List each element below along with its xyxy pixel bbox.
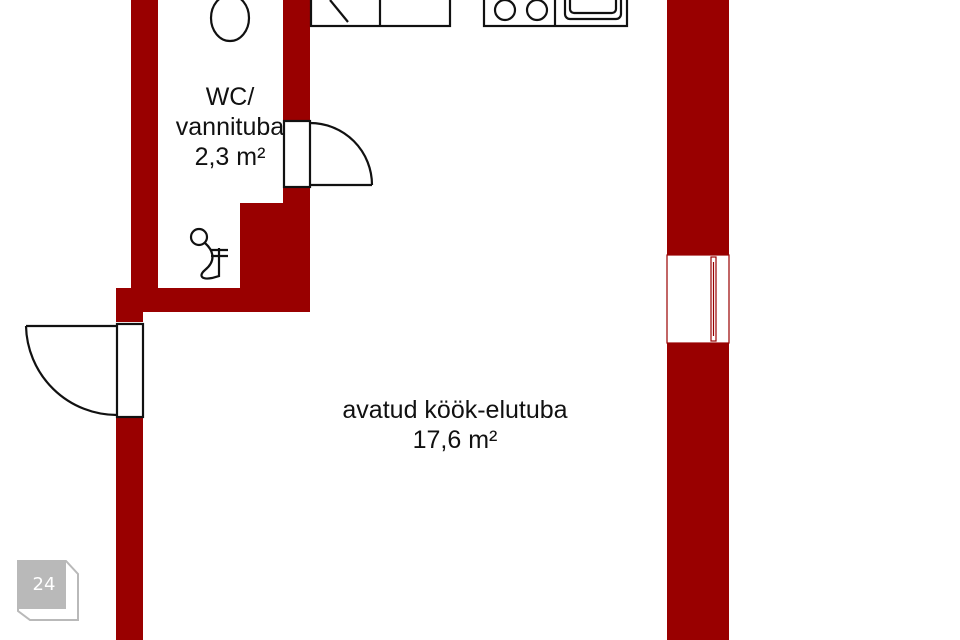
toilet-icon: [209, 0, 251, 43]
wc-area: 2,3 m²: [194, 143, 266, 171]
wc-name-line2: vannituba: [175, 113, 285, 141]
entrance-door[interactable]: [24, 322, 145, 419]
page-badge-label: 24: [32, 574, 56, 595]
wc-name-line1: WC/: [205, 83, 255, 111]
wc-right-wall-top: [283, 0, 310, 121]
page-badge: [17, 560, 79, 621]
shower-icon: [189, 227, 228, 280]
left-wall-upper: [116, 288, 143, 322]
wc-bottom-wall: [116, 288, 310, 312]
kitchen-cabinet: [309, 0, 452, 28]
wc-room-label: WC/ vannituba 2,3 m²: [150, 82, 310, 172]
sink-icon: [563, 0, 623, 21]
right-wall-lower: [667, 343, 729, 640]
wc-door[interactable]: [282, 119, 374, 189]
stove-icon: [482, 0, 629, 28]
walls: [116, 0, 729, 640]
right-wall-upper: [667, 0, 729, 255]
living-room-area: 17,6 m²: [412, 426, 498, 454]
window: [666, 254, 730, 344]
wc-left-wall: [131, 0, 158, 290]
left-wall-lower: [116, 417, 143, 640]
living-room-label: avatud köök-elutuba 17,6 m²: [280, 395, 630, 455]
living-room-name: avatud köök-elutuba: [342, 396, 568, 424]
